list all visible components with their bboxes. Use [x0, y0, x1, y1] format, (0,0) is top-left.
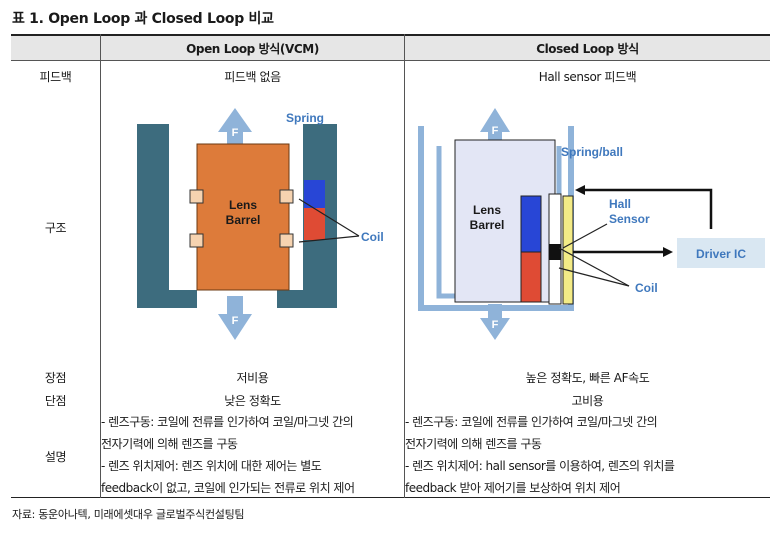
table-header-background: [11, 34, 770, 60]
lens-label-2: Barrel: [470, 218, 505, 232]
driver-ic-label: Driver IC: [696, 247, 746, 261]
cons-open: 낮은 정확도: [224, 394, 281, 408]
coil-label: Coil: [361, 230, 384, 244]
comparison-table: Open Loop 방식(VCM) Closed Loop 방식 피드백 피드백…: [11, 34, 770, 498]
force-label-top: F: [492, 125, 499, 137]
lens-label-2: Barrel: [226, 213, 261, 227]
cons-closed: 고비용: [571, 394, 604, 408]
magnet-north: [520, 195, 542, 253]
magnet-north: [304, 180, 325, 208]
description-open: - 렌즈구동: 코일에 전류를 인가하여 코일/마그넷 간의 전자기력에 의해 …: [101, 411, 404, 499]
coil-pointer-2: [558, 267, 630, 287]
column-divider-2: [404, 34, 405, 498]
coil-pointer-2: [298, 235, 360, 243]
lens-label-1: Lens: [473, 203, 501, 217]
coil-pointer-1: [298, 198, 360, 237]
coil-square: [189, 233, 204, 248]
coil-square: [279, 233, 294, 248]
hall-pointer: [562, 223, 608, 249]
row-label-cons: 단점: [44, 394, 67, 408]
pros-closed: 높은 정확도, 빠른 AF속도: [525, 371, 650, 385]
lens-label-1: Lens: [229, 198, 257, 212]
row-label-pros: 장점: [44, 371, 67, 385]
magnet-south: [520, 251, 542, 303]
description-line: 전자기력에 의해 렌즈를 구동: [405, 437, 542, 451]
feedback-line: [579, 188, 713, 229]
source-note: 자료: 동운아나텍, 미래에셋대우 글로벌주식컨설팅팀: [12, 508, 245, 521]
table-bottom-border: [11, 497, 770, 498]
table-top-border: [11, 34, 770, 36]
header-open-loop: Open Loop 방식(VCM): [186, 42, 319, 56]
description-line: feedback 받아 제어기를 보상하여 위치 제어: [405, 481, 621, 495]
feedback-open: 피드백 없음: [224, 70, 281, 84]
row-label-description: 설명: [44, 450, 67, 464]
description-line: - 렌즈구동: 코일에 전류를 인가하여 코일/마그넷 간의: [405, 415, 658, 429]
feedback-closed: Hall sensor 피드백: [538, 70, 637, 84]
coil-square: [189, 189, 204, 204]
signal-arrowhead: [663, 247, 673, 257]
coil-label: Coil: [635, 281, 658, 295]
description-line: - 렌즈구동: 코일에 전류를 인가하여 코일/마그넷 간의: [101, 415, 354, 429]
hall-label-2: Sensor: [609, 212, 650, 226]
feedback-arrowhead: [575, 185, 585, 195]
header-divider: [11, 60, 770, 61]
row-label-structure: 구조: [44, 221, 67, 235]
force-arrow-down: [480, 304, 510, 340]
hall-sensor-chip: [549, 244, 561, 260]
force-arrow-up: [480, 108, 510, 148]
open-loop-diagram: F F Lens Barrel Spring Coil: [137, 108, 384, 340]
coil-square: [279, 189, 294, 204]
lens-barrel: [196, 143, 290, 291]
coil-pointer-1: [558, 247, 630, 287]
force-arrow-down: [218, 296, 252, 340]
description-closed: - 렌즈구동: 코일에 전류를 인가하여 코일/마그넷 간의 전자기력에 의해 …: [405, 411, 770, 499]
row-label-feedback: 피드백: [39, 70, 72, 84]
hall-label-1: Hall: [609, 197, 631, 211]
description-line: feedback이 없고, 코일에 인가되는 전류로 위치 제어: [101, 481, 355, 495]
description-line: - 렌즈 위치제어: hall sensor를 이용하여, 렌즈의 위치를: [405, 459, 675, 473]
left-yoke: [137, 124, 197, 308]
force-label-bottom: F: [232, 315, 239, 327]
description-line: 전자기력에 의해 렌즈를 구동: [101, 437, 238, 451]
force-arrow-up: [218, 108, 252, 152]
magnet-south: [304, 208, 325, 240]
table-title: 표 1. Open Loop 과 Closed Loop 비교: [12, 11, 274, 27]
description-line: - 렌즈 위치제어: 렌즈 위치에 대한 제어는 별도: [101, 459, 322, 473]
spring-label: Spring/ball: [561, 145, 623, 159]
driver-ic-box: [677, 238, 765, 268]
spring-label: Spring: [286, 111, 324, 125]
pros-open: 저비용: [236, 371, 269, 385]
hall-board: [562, 195, 574, 305]
column-divider-1: [100, 34, 101, 498]
closed-loop-diagram: F F Lens Barrel Spring/ball Driver IC Ha…: [418, 108, 765, 340]
force-label-bottom: F: [492, 319, 499, 331]
force-label-top: F: [232, 127, 239, 139]
header-closed-loop: Closed Loop 방식: [536, 42, 639, 56]
